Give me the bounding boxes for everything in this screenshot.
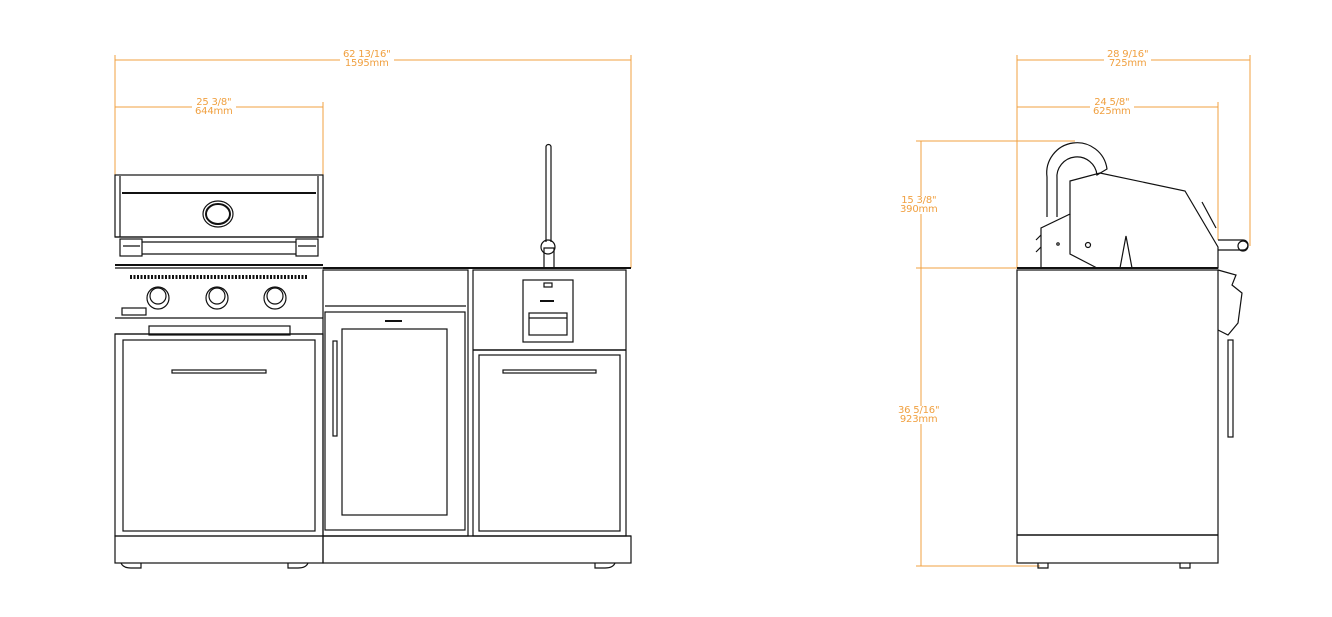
- dimension-lines: [114, 55, 1251, 567]
- metric-value: 923mm: [899, 414, 938, 425]
- door-handle: [171, 369, 267, 374]
- dispenser-unit: [522, 279, 574, 343]
- side-grill-hood: [1035, 172, 1249, 269]
- grill-head-height-label: 15 3/8" 390mm: [897, 195, 941, 215]
- overall-depth-label: 28 9/16" 725mm: [1104, 49, 1152, 69]
- side-door-handle: [1227, 339, 1234, 438]
- sink-cabinet: [472, 269, 627, 569]
- beverage-fridge: [322, 269, 632, 564]
- door-handle: [502, 369, 597, 374]
- metric-value: 390mm: [900, 204, 938, 215]
- grill-cabinet-door: [122, 339, 316, 532]
- grill-head: [114, 174, 324, 336]
- burner-knob-3: [263, 286, 287, 310]
- sink-faucet: [540, 143, 556, 268]
- overall-width-label: 62 13/16" 1595mm: [340, 49, 394, 69]
- thermometer-icon: [202, 200, 234, 228]
- imperial-value: 24 5/8": [1094, 97, 1130, 108]
- side-cabinet: [1016, 267, 1243, 569]
- metric-value: 725mm: [1108, 58, 1147, 69]
- cabinet-depth-label: 24 5/8" 625mm: [1090, 97, 1134, 117]
- imperial-value: 62 13/16": [343, 49, 391, 60]
- fridge-glass-door: [324, 311, 466, 531]
- imperial-value: 15 3/8": [901, 195, 937, 206]
- imperial-value: 36 5/16": [898, 405, 940, 416]
- handle-bracket-right: [295, 238, 319, 257]
- metric-value: 1595mm: [344, 58, 389, 69]
- grill-cabinet: [114, 333, 324, 569]
- fridge-door-handle: [332, 340, 338, 437]
- sink-cabinet-door: [478, 354, 621, 532]
- handle-bracket-left: [119, 238, 143, 257]
- front-view: [114, 143, 632, 569]
- metric-value: 644mm: [195, 106, 233, 117]
- burner-knob-1: [146, 286, 170, 310]
- side-faucet: [1046, 142, 1108, 217]
- burner-knob-2: [205, 286, 229, 310]
- metric-value: 625mm: [1093, 106, 1131, 117]
- control-knobs: [146, 286, 287, 310]
- imperial-value: 28 9/16": [1107, 49, 1149, 60]
- cabinet-height-label: 36 5/16" 923mm: [895, 405, 943, 425]
- side-view: [1016, 142, 1249, 569]
- imperial-value: 25 3/8": [196, 97, 232, 108]
- brand-plate: [121, 307, 147, 316]
- grill-width-label: 25 3/8" 644mm: [192, 97, 236, 117]
